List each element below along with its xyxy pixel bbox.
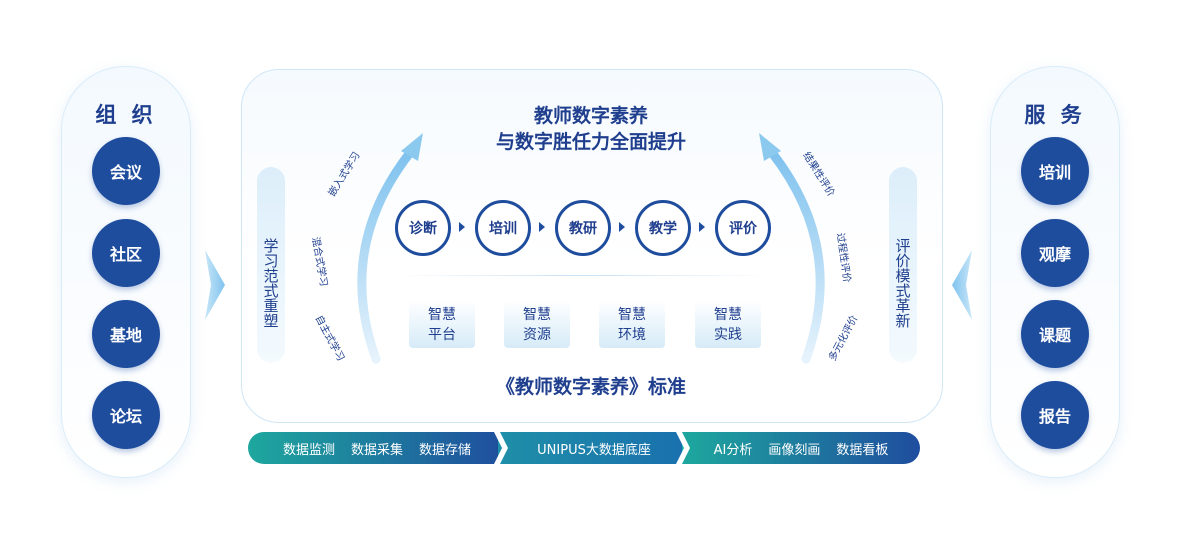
process-arrow-icon (699, 222, 705, 232)
left-arc-arrowhead (401, 133, 423, 161)
smart-platform-line1: 智慧 (428, 307, 456, 323)
organization-panel: 组 织 会议 社区 基地 论坛 (61, 66, 191, 478)
smart-resource-line1: 智慧 (523, 307, 551, 323)
bottom-chevron-icon (494, 432, 508, 464)
org-item-base[interactable]: 基地 (92, 300, 160, 368)
smart-resource[interactable]: 智慧资源 (504, 300, 570, 348)
process-evaluation[interactable]: 评价 (715, 200, 771, 256)
learning-paradigm-label: 学习范式重塑 (261, 238, 280, 328)
standard-title: 《教师数字素养》标准 (495, 376, 686, 398)
smart-practice[interactable]: 智慧实践 (695, 300, 761, 348)
left-chevron-icon (205, 250, 225, 320)
service-title: 服 务 (1024, 103, 1086, 127)
main-title-line1: 教师数字素养 (533, 105, 648, 127)
bottom-data-monitor: 数据监测 (282, 442, 335, 458)
smart-resource-line2: 资源 (523, 327, 551, 343)
service-item-training[interactable]: 培训 (1021, 137, 1089, 205)
org-item-meeting[interactable]: 会议 (92, 137, 160, 205)
organization-title: 组 织 (95, 103, 157, 127)
learning-paradigm-pillar: 学习范式重塑 (257, 167, 285, 363)
process-arrow-icon (619, 222, 625, 232)
smart-practice-line1: 智慧 (714, 307, 742, 323)
arc-arrows (357, 133, 825, 364)
service-item-report[interactable]: 报告 (1021, 381, 1089, 449)
right-arc-arrowhead (759, 133, 781, 161)
org-item-community[interactable]: 社区 (92, 219, 160, 287)
evaluation-mode-pillar: 评价模式革新 (889, 167, 917, 363)
service-panel: 服 务 培训 观摩 课题 报告 (990, 66, 1120, 478)
left-arc (357, 149, 414, 364)
bottom-data-store: 数据存储 (419, 442, 472, 458)
smart-environment[interactable]: 智慧环境 (599, 300, 665, 348)
bottom-unipus: UNIPUS大数据底座 (537, 442, 651, 458)
process-diagnose[interactable]: 诊断 (395, 200, 451, 256)
bottom-ai-analysis: AI分析 (713, 442, 753, 458)
smart-platform[interactable]: 智慧平台 (409, 300, 475, 348)
smart-platform-line2: 平台 (428, 327, 456, 343)
bottom-dashboard: 数据看板 (836, 442, 889, 458)
process-arrow-icon (459, 222, 465, 232)
bottom-profile: 画像刻画 (768, 442, 821, 458)
main-title-line2: 与数字胜任力全面提升 (495, 131, 686, 153)
process-research[interactable]: 教研 (555, 200, 611, 256)
service-item-observation[interactable]: 观摩 (1021, 219, 1089, 287)
right-chevron-icon (952, 250, 972, 320)
smart-environment-line2: 环境 (618, 327, 646, 343)
process-training[interactable]: 培训 (475, 200, 531, 256)
evaluation-mode-label: 评价模式革新 (893, 238, 912, 328)
process-teaching[interactable]: 教学 (635, 200, 691, 256)
service-item-project[interactable]: 课题 (1021, 300, 1089, 368)
org-item-forum[interactable]: 论坛 (92, 381, 160, 449)
bottom-left-segment: 数据监测 数据采集 数据存储 (248, 432, 506, 464)
process-arrow-icon (539, 222, 545, 232)
divider (395, 275, 771, 276)
bottom-middle-segment: UNIPUS大数据底座 (498, 432, 690, 464)
smart-environment-line1: 智慧 (618, 307, 646, 323)
bottom-data-collect: 数据采集 (350, 442, 403, 458)
bottom-chevron-icon (676, 432, 690, 464)
right-arc (768, 149, 825, 364)
smart-practice-line2: 实践 (714, 327, 742, 343)
bottom-right-segment: AI分析 画像刻画 数据看板 (682, 432, 920, 464)
